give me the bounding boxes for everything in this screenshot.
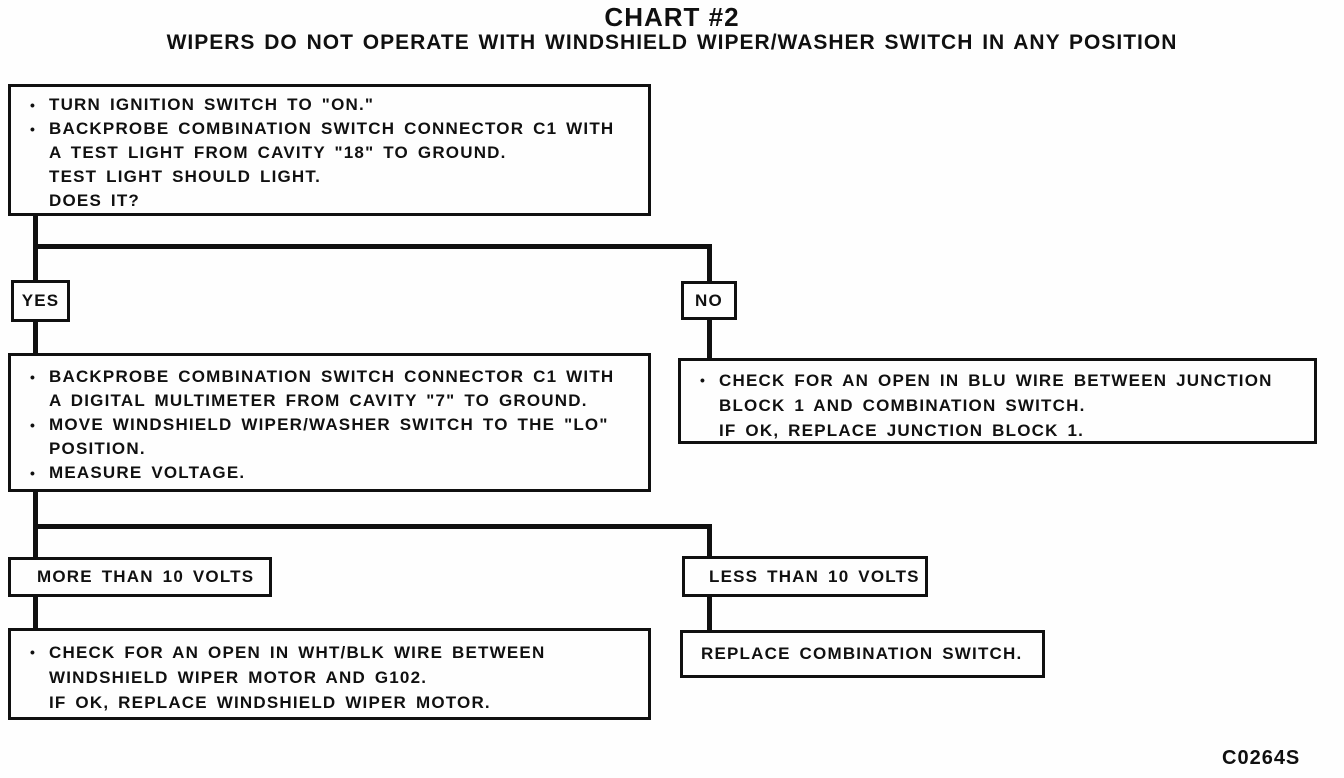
connector-branch1	[33, 244, 712, 249]
decision-text: LESS THAN 10 VOLTS	[709, 566, 920, 586]
step-line: • CHECK FOR AN OPEN IN WHT/BLK WIRE BETW…	[11, 640, 648, 665]
decision-label-no: NO	[681, 281, 737, 320]
chart-title: CHART #2	[604, 2, 740, 32]
connector-branch2	[33, 524, 712, 529]
step-text: TEST LIGHT SHOULD LIGHT.	[49, 167, 322, 186]
flow-box-step2: • BACKPROBE COMBINATION SWITCH CONNECTOR…	[8, 353, 651, 492]
flow-box-more-result: • CHECK FOR AN OPEN IN WHT/BLK WIRE BETW…	[8, 628, 651, 720]
flow-box-step1: • TURN IGNITION SWITCH TO "ON." • BACKPR…	[8, 84, 651, 216]
step-text: BLOCK 1 AND COMBINATION SWITCH.	[719, 396, 1086, 415]
flow-box-less-result: REPLACE COMBINATION SWITCH.	[680, 630, 1045, 678]
step-line: IF OK, REPLACE WINDSHIELD WIPER MOTOR.	[11, 690, 648, 715]
bullet-icon: •	[30, 417, 37, 433]
step-text: IF OK, REPLACE WINDSHIELD WIPER MOTOR.	[49, 693, 491, 712]
connector-yes-step2	[33, 322, 38, 353]
step-text: DOES IT?	[49, 191, 140, 210]
connector-no-result	[707, 320, 712, 358]
step-text: REPLACE COMBINATION SWITCH.	[701, 644, 1023, 663]
step-line: • BACKPROBE COMBINATION SWITCH CONNECTOR…	[11, 117, 648, 141]
step-text: IF OK, REPLACE JUNCTION BLOCK 1.	[719, 421, 1085, 440]
decision-text: NO	[695, 290, 723, 310]
step-line: POSITION.	[11, 437, 648, 461]
connector-less-result	[707, 597, 712, 630]
step-line: • BACKPROBE COMBINATION SWITCH CONNECTOR…	[11, 365, 648, 389]
connector-branch2-less	[707, 524, 712, 556]
step-line: BLOCK 1 AND COMBINATION SWITCH.	[681, 393, 1314, 418]
step-line: REPLACE COMBINATION SWITCH.	[683, 642, 1022, 666]
bullet-icon: •	[30, 644, 37, 660]
step-line: WINDSHIELD WIPER MOTOR AND G102.	[11, 665, 648, 690]
step-text: CHECK FOR AN OPEN IN BLU WIRE BETWEEN JU…	[719, 371, 1273, 390]
step-line: IF OK, REPLACE JUNCTION BLOCK 1.	[681, 418, 1314, 443]
decision-text: YES	[21, 291, 60, 310]
step-text: A DIGITAL MULTIMETER FROM CAVITY "7" TO …	[49, 391, 588, 410]
step-text: BACKPROBE COMBINATION SWITCH CONNECTOR C…	[49, 119, 615, 138]
figure-code: C0264S	[1222, 747, 1301, 769]
step-line: • MEASURE VOLTAGE.	[11, 461, 648, 485]
step-line: • MOVE WINDSHIELD WIPER/WASHER SWITCH TO…	[11, 413, 648, 437]
chart-subtitle: WIPERS DO NOT OPERATE WITH WINDSHIELD WI…	[166, 31, 1178, 54]
step-text: A TEST LIGHT FROM CAVITY "18" TO GROUND.	[49, 143, 507, 162]
step-text: BACKPROBE COMBINATION SWITCH CONNECTOR C…	[49, 367, 615, 386]
decision-label-less: LESS THAN 10 VOLTS	[682, 556, 928, 597]
step-line: • TURN IGNITION SWITCH TO "ON."	[11, 93, 648, 117]
step-line: DOES IT?	[11, 189, 648, 213]
connector-more-result	[33, 597, 38, 628]
decision-text: MORE THAN 10 VOLTS	[37, 567, 255, 586]
decision-label-yes: YES	[11, 280, 70, 322]
decision-label-more: MORE THAN 10 VOLTS	[8, 557, 272, 597]
bullet-icon: •	[30, 369, 37, 385]
bullet-icon: •	[30, 121, 37, 137]
step-text: MOVE WINDSHIELD WIPER/WASHER SWITCH TO T…	[49, 415, 609, 434]
step-line: A DIGITAL MULTIMETER FROM CAVITY "7" TO …	[11, 389, 648, 413]
bullet-icon: •	[30, 97, 37, 113]
step-text: WINDSHIELD WIPER MOTOR AND G102.	[49, 668, 428, 687]
bullet-icon: •	[700, 372, 707, 388]
step-text: POSITION.	[49, 439, 146, 458]
step-line: • CHECK FOR AN OPEN IN BLU WIRE BETWEEN …	[681, 368, 1314, 393]
step-text: MEASURE VOLTAGE.	[49, 463, 246, 482]
step-text: TURN IGNITION SWITCH TO "ON."	[49, 95, 375, 114]
step-line: TEST LIGHT SHOULD LIGHT.	[11, 165, 648, 189]
connector-branch1-no	[707, 244, 712, 281]
step-line: A TEST LIGHT FROM CAVITY "18" TO GROUND.	[11, 141, 648, 165]
bullet-icon: •	[30, 465, 37, 481]
step-text: CHECK FOR AN OPEN IN WHT/BLK WIRE BETWEE…	[49, 643, 546, 662]
flow-box-no-result: • CHECK FOR AN OPEN IN BLU WIRE BETWEEN …	[678, 358, 1317, 444]
